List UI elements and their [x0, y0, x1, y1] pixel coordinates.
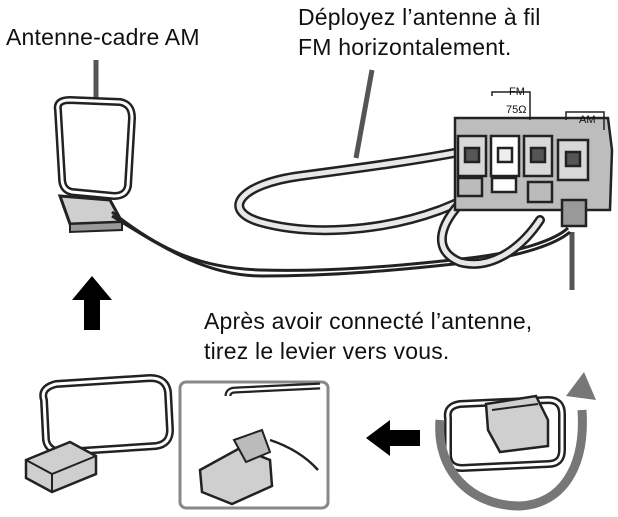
fm-instruction-line-1: Déployez l’antenne à fil [298, 4, 541, 30]
am-terminal-tag: AM [579, 114, 596, 126]
antenna-terminal-block [453, 91, 614, 228]
am-loop-assembled [24, 373, 175, 494]
am-loop-antenna [53, 95, 137, 234]
am-lead-wire [111, 210, 571, 278]
rotation-arrow-icon [435, 409, 587, 511]
fm-terminal-tag: FM [509, 86, 525, 98]
left-arrow-icon [366, 420, 420, 456]
fm-label-leader [353, 69, 375, 159]
loop-stand-rotation [435, 372, 596, 511]
am-loop-label: Antenne-cadre AM [6, 24, 200, 50]
up-arrow-icon [72, 276, 112, 330]
lever-instruction-line-1: Après avoir connecté l’antenne, [204, 308, 533, 334]
fm-instruction-line-2: FM horizontalement. [298, 34, 512, 60]
impedance-terminal-tag: 75Ω [506, 104, 527, 116]
lever-instruction-line-2: tirez le levier vers vous. [204, 338, 450, 364]
fm-wire-antenna [234, 145, 545, 269]
detail-stand-closeup [198, 382, 321, 506]
